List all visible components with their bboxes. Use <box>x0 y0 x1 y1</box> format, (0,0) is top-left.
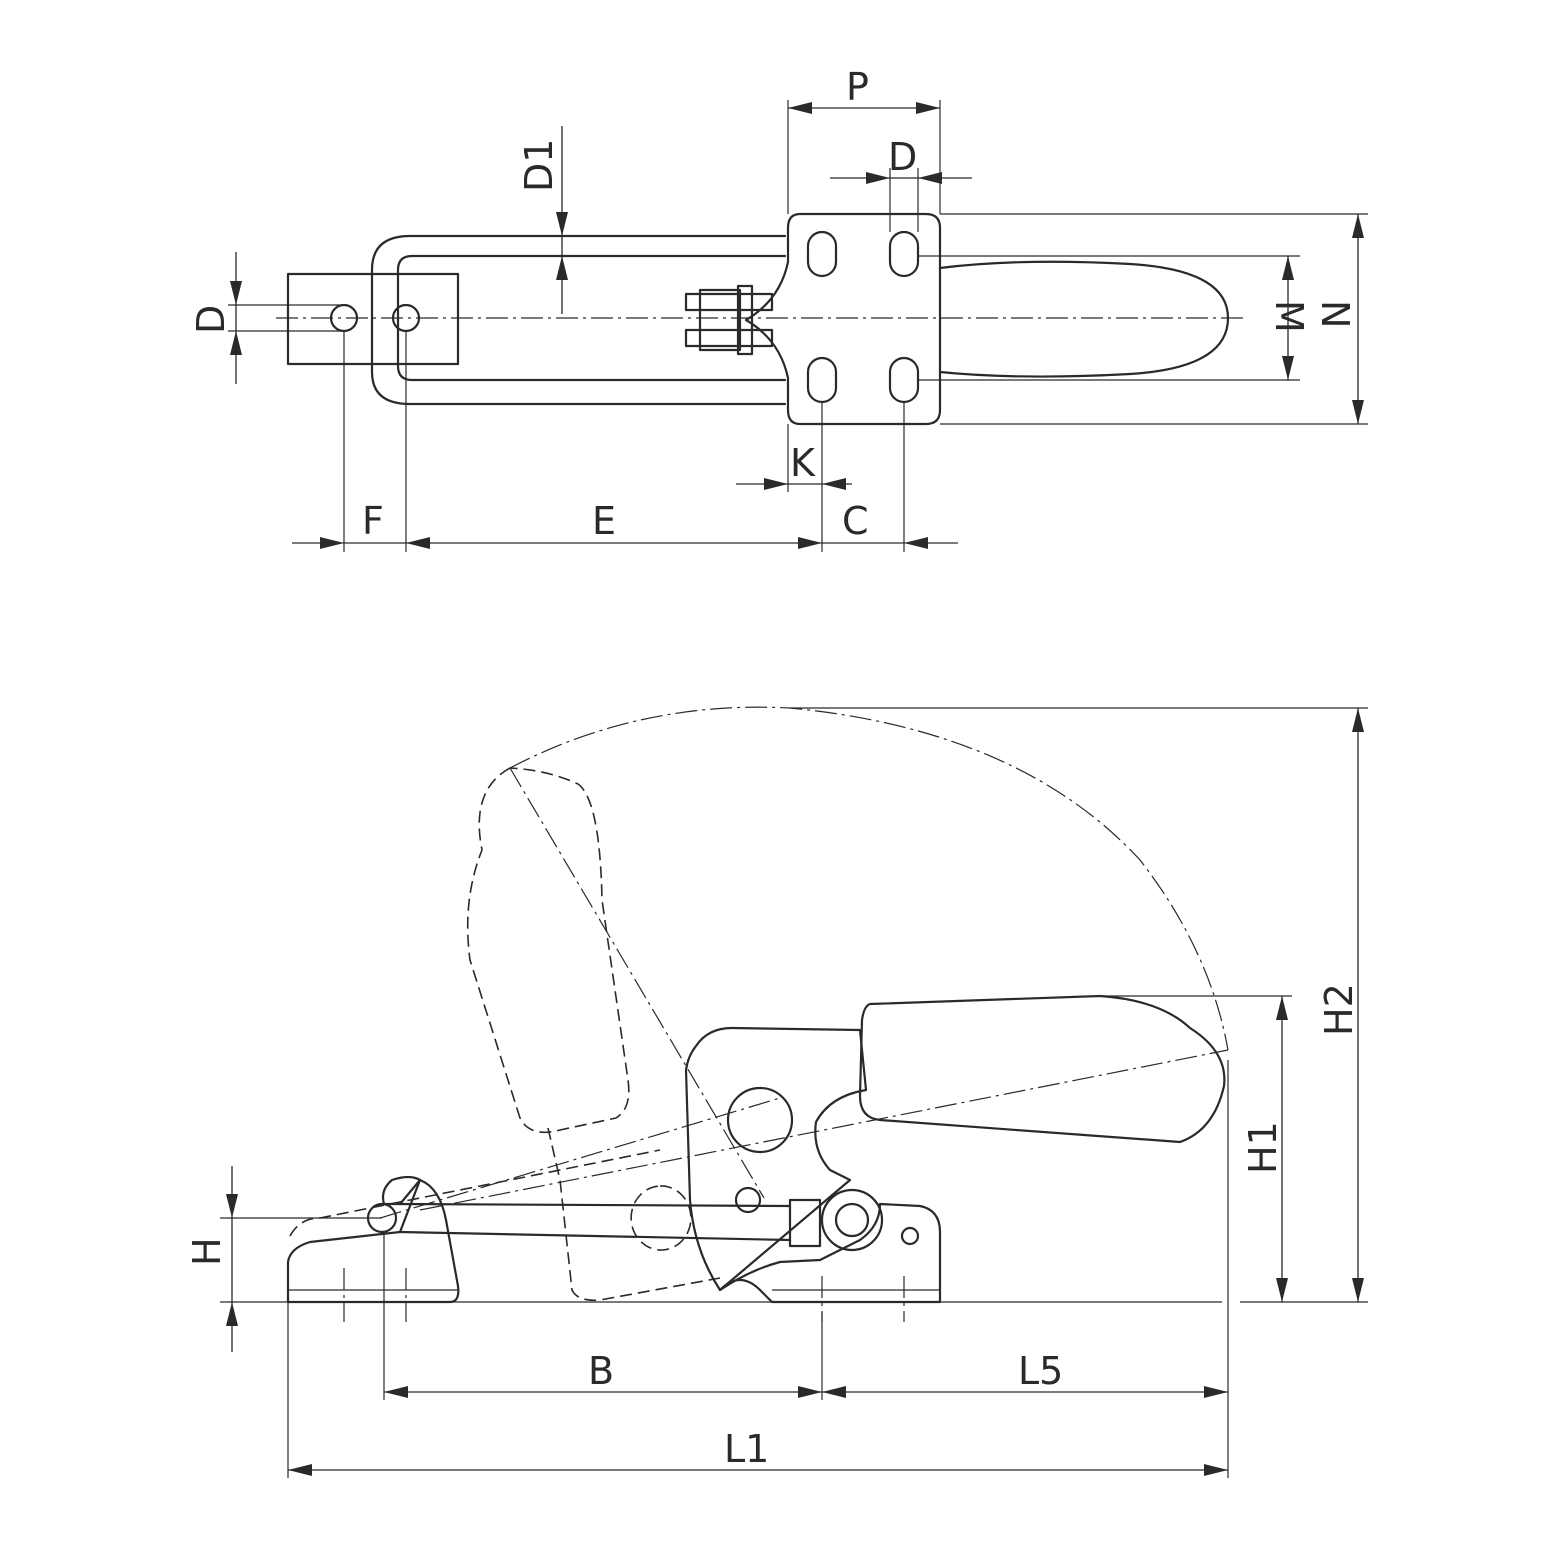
label-H2: H2 <box>1317 983 1361 1036</box>
label-N: N <box>1313 300 1357 328</box>
base-hole <box>900 1226 920 1246</box>
swing-line-1 <box>509 767 765 1199</box>
label-C: C <box>842 499 869 543</box>
top-view: P D D1 D M N K <box>189 65 1368 552</box>
label-D-top: D <box>888 135 917 179</box>
latch-rod-top <box>398 1202 792 1208</box>
strike-hook <box>381 1175 422 1206</box>
handle-grip-top <box>938 260 1230 378</box>
strike-body <box>286 1178 460 1304</box>
clevis-top <box>684 292 774 312</box>
phantom-link <box>289 1149 661 1237</box>
phantom-handle <box>466 767 630 1134</box>
label-H1: H1 <box>1241 1121 1285 1174</box>
swing-arc <box>509 706 1229 1051</box>
strike-plate <box>286 272 460 366</box>
slot-4 <box>888 356 920 404</box>
label-E: E <box>592 499 616 543</box>
clevis-body <box>698 288 742 352</box>
label-P: P <box>846 65 869 109</box>
label-D1: D1 <box>517 139 561 192</box>
latch-rod-bottom <box>398 1230 792 1242</box>
label-F: F <box>362 499 384 543</box>
eye-bolt <box>820 1188 884 1252</box>
phantom-pivot <box>630 1185 692 1251</box>
label-B: B <box>588 1349 614 1393</box>
clevis-bottom <box>684 328 774 348</box>
side-handle-grip <box>858 994 1226 1144</box>
adjust-nut <box>788 1198 822 1248</box>
slot-1 <box>806 230 838 278</box>
lever-pivot-hole <box>726 1086 794 1154</box>
link-pin <box>734 1186 762 1214</box>
label-L1: L1 <box>724 1427 769 1471</box>
slot-2 <box>888 230 920 278</box>
label-K: K <box>790 441 816 485</box>
side-view: H H1 H2 B L5 L1 <box>185 706 1368 1478</box>
label-H: H <box>185 1237 229 1266</box>
latch-loop-outer <box>370 234 787 406</box>
label-M: M <box>1267 300 1311 333</box>
slot-3 <box>806 356 838 404</box>
swing-line-2 <box>419 1049 1229 1211</box>
lever-body <box>684 1026 868 1292</box>
eye-bolt-inner <box>834 1202 870 1238</box>
label-D-left: D <box>189 305 233 334</box>
phantom-handle-neck <box>547 1127 721 1302</box>
clevis-pin <box>736 284 754 356</box>
base-plate <box>744 212 942 426</box>
label-L5: L5 <box>1018 1349 1063 1393</box>
base-foot <box>718 1202 942 1304</box>
